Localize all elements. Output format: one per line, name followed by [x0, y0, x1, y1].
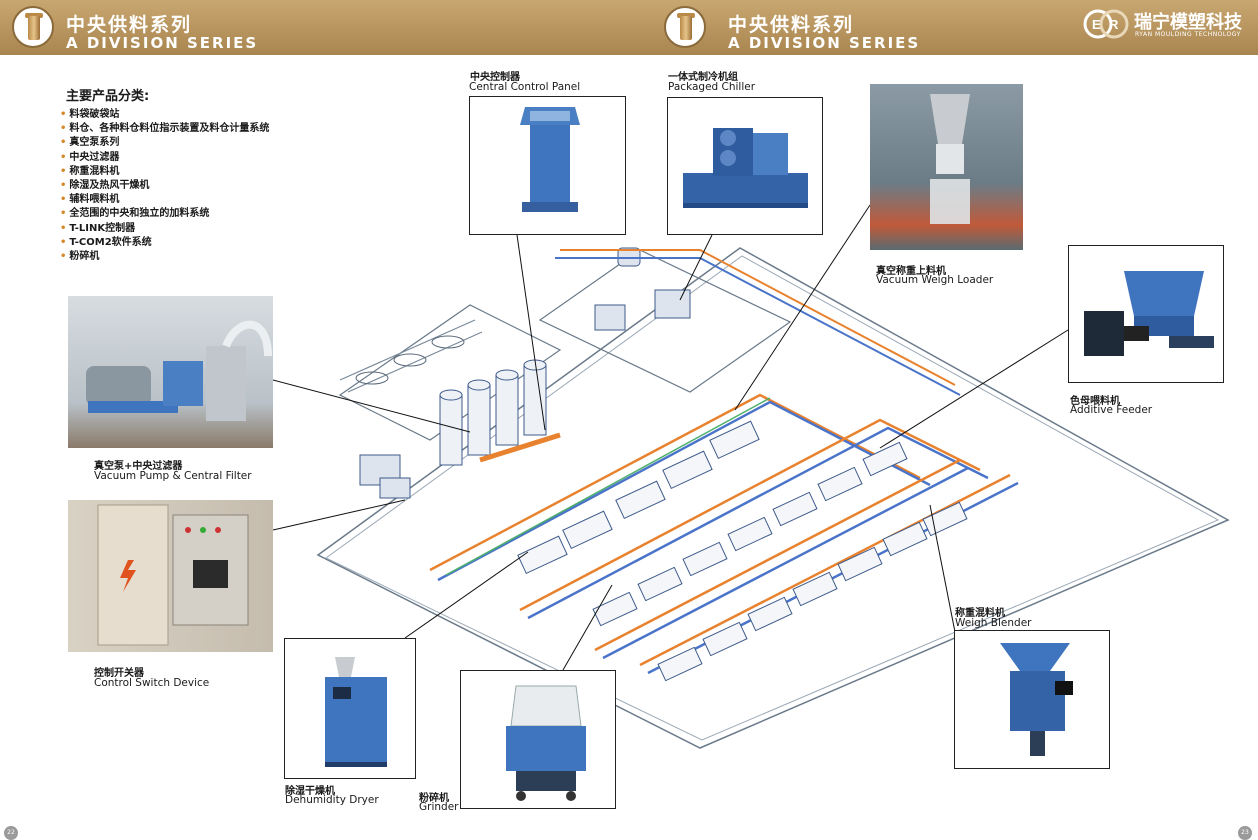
- series-title-en: A DIVISION SERIES: [728, 34, 921, 52]
- vacuum-pump-filter-label-en: Vacuum Pump & Central Filter: [94, 470, 252, 482]
- series-title-cn: 中央供料系列: [66, 14, 193, 36]
- control-switch-device-image: [68, 500, 273, 652]
- dehumidity-dryer-image: [284, 638, 416, 779]
- list-item: •称重混料机: [60, 165, 120, 177]
- grinder-label-cn: 粉碎机: [419, 793, 449, 804]
- central-control-panel-label-en: Central Control Panel: [469, 81, 581, 93]
- vacuum-weigh-loader-label-cn: 真空称重上料机: [876, 266, 946, 277]
- list-item: •全范围的中央和独立的加料系统: [60, 208, 210, 220]
- brand-name-en: RYAN MOULDING TECHNOLOGY: [1135, 31, 1241, 38]
- additive-feeder-label-en: Additive Feeder: [1070, 404, 1153, 416]
- svg-text:E: E: [1092, 17, 1101, 32]
- page-number-right: 23: [1238, 826, 1252, 840]
- list-item: •除湿及热风干燥机: [60, 180, 150, 192]
- series-logo-icon: [12, 6, 54, 48]
- list-item: •T-COM2软件系统: [60, 236, 152, 248]
- central-control-panel-label-cn: 中央控制器: [470, 72, 520, 83]
- list-item: •真空泵系列: [60, 137, 120, 149]
- svg-text:R: R: [1109, 17, 1119, 32]
- list-item: •粉碎机: [60, 251, 100, 263]
- weigh-blender-label-en: Weigh Blender: [955, 617, 1032, 629]
- series-title-en: A DIVISION SERIES: [66, 34, 259, 52]
- packaged-chiller-label-cn: 一体式制冷机组: [668, 72, 738, 83]
- dehumidity-dryer-label-en: Dehumidity Dryer: [285, 794, 379, 806]
- list-item: •辅料喂料机: [60, 194, 120, 206]
- vacuum-weigh-loader-label-en: Vacuum Weigh Loader: [876, 274, 994, 286]
- weigh-blender-image: [954, 630, 1110, 769]
- series-title-cn: 中央供料系列: [728, 14, 855, 36]
- packaged-chiller-label-en: Packaged Chiller: [668, 81, 756, 93]
- list-item: •料袋破袋站: [60, 109, 120, 120]
- list-item: •中央过滤器: [60, 151, 120, 163]
- category-list: •料袋破袋站 •料仓、各种料仓料位指示装置及料仓计量系统 •真空泵系列 •中央过…: [60, 108, 269, 264]
- weigh-blender-label-cn: 称重混料机: [955, 608, 1005, 619]
- dehumidity-dryer-label-cn: 除湿干燥机: [285, 786, 335, 797]
- list-item: •料仓、各种料仓料位指示装置及料仓计量系统: [60, 123, 270, 135]
- packaged-chiller-image: [667, 97, 823, 235]
- control-switch-label-en: Control Switch Device: [94, 677, 210, 689]
- additive-feeder-label-cn: 色母喂料机: [1070, 396, 1120, 407]
- category-title: 主要产品分类:: [66, 89, 150, 104]
- vacuum-pump-filter-image: [68, 296, 273, 448]
- vacuum-pump-filter-label-cn: 真空泵+中央过滤器: [94, 461, 183, 472]
- grinder-image: [460, 670, 616, 809]
- control-switch-label-cn: 控制开关器: [94, 668, 144, 679]
- grinder-label-en: Grinder: [419, 801, 459, 813]
- brand-name-cn: 瑞宁模塑科技: [1134, 12, 1242, 33]
- additive-feeder-image: [1068, 245, 1224, 383]
- header-banner: [0, 0, 1258, 55]
- page-number-left: 22: [4, 826, 18, 840]
- vacuum-weigh-loader-image: [870, 84, 1023, 250]
- series-logo-icon: [664, 6, 706, 48]
- brand-logo-icon: E R: [1083, 9, 1129, 39]
- list-item: •T-LINK控制器: [60, 222, 136, 234]
- central-control-panel-image: [469, 96, 626, 235]
